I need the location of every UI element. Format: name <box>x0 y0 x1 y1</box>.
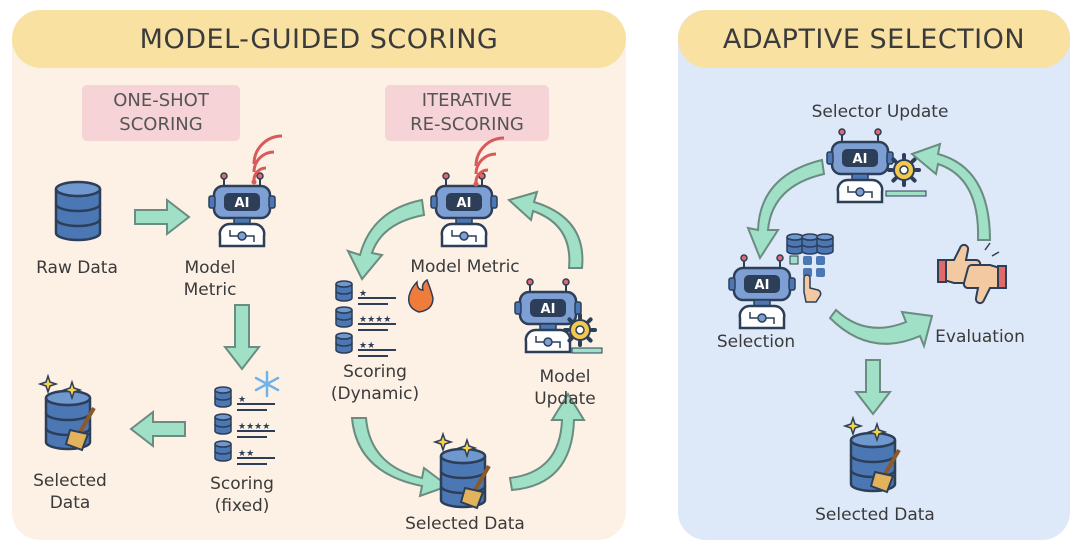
fixed-score-rows: ★ ★★★★ ★★ <box>215 387 275 464</box>
model-guided-scoring-title: MODEL-GUIDED SCORING <box>12 10 626 68</box>
scoring-dynamic-label: Scoring (Dynamic) <box>330 362 420 404</box>
arrow-down-right <box>853 359 893 416</box>
selector-update-gear-icon <box>887 153 921 187</box>
selected-data-icon-left <box>40 376 94 450</box>
selected-data-icon-iterative <box>435 434 489 508</box>
cycle-arrow-bottom-left <box>350 417 451 498</box>
selector-progress-bar <box>885 190 927 197</box>
signal-icon <box>250 134 284 186</box>
svg-text:★★: ★★ <box>359 341 375 351</box>
pointing-hand-icon <box>803 274 822 303</box>
selection-grid-icon <box>786 233 834 277</box>
adaptive-selection-title: ADAPTIVE SELECTION <box>678 10 1070 68</box>
selected-data-label-left: Selected Data <box>33 471 107 513</box>
selected-data-icon-right <box>845 418 899 492</box>
selection-label: Selection <box>716 332 796 352</box>
progress-bar <box>571 347 603 354</box>
cycle-arrow-bottom <box>828 308 934 350</box>
selection-robot-icon <box>727 253 797 330</box>
model-update-label: Model Update <box>534 367 596 409</box>
evaluation-label: Evaluation <box>935 327 1025 347</box>
svg-text:★★★★: ★★★★ <box>238 422 270 432</box>
raw-data-database-icon <box>54 180 102 242</box>
arrow-right <box>134 197 191 237</box>
selected-data-label-right: Selected Data <box>815 505 935 525</box>
cycle-arrow-bottom-right <box>508 392 586 492</box>
fire-icon <box>407 278 434 313</box>
cycle-arrow-top-left <box>346 198 426 281</box>
cycle-arrow-top-right <box>506 190 584 269</box>
svg-text:★★★★: ★★★★ <box>359 315 391 325</box>
svg-text:★: ★ <box>359 289 367 299</box>
selector-update-label: Selector Update <box>811 102 949 122</box>
svg-text:★★: ★★ <box>238 449 254 459</box>
svg-text:★: ★ <box>238 395 246 405</box>
thumbs-up-down-icon <box>937 242 1007 305</box>
model-metric-robot-icon-iterative <box>429 171 499 248</box>
model-metric-label-iterative: Model Metric <box>410 257 520 277</box>
arrow-left <box>129 409 186 449</box>
selector-update-robot-icon <box>825 127 895 204</box>
snowflake-icon <box>254 370 280 398</box>
arrow-down <box>222 304 262 371</box>
model-metric-label: Model Metric <box>183 258 237 300</box>
cycle-arrow-left <box>746 158 826 261</box>
scoring-fixed-label: Scoring (fixed) <box>210 474 274 516</box>
selected-data-label-iterative: Selected Data <box>405 514 525 534</box>
raw-data-label: Raw Data <box>36 258 118 278</box>
model-metric-robot-icon <box>207 171 277 248</box>
dynamic-score-rows: ★ ★★★★ ★★ <box>336 281 396 356</box>
iterative-rescoring-tag: ITERATIVE RE-SCORING <box>385 85 549 141</box>
model-update-gear-icon <box>563 313 597 347</box>
signal-icon-iterative <box>472 136 506 188</box>
one-shot-scoring-tag: ONE-SHOT SCORING <box>82 85 240 141</box>
cycle-arrow-right <box>910 142 992 241</box>
